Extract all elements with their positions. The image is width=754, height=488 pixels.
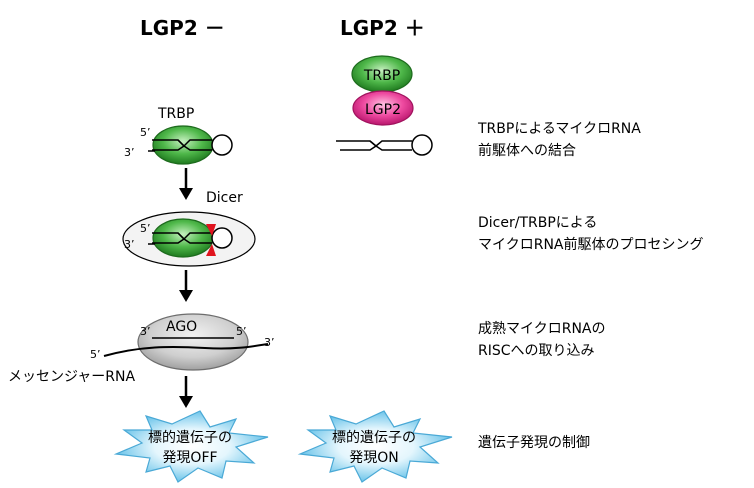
lgp2-label: LGP2 xyxy=(365,102,401,118)
heading-lgp2-plus: LGP2 ＋ xyxy=(340,16,425,40)
outcome-off-line1: 標的遺伝子の xyxy=(148,430,232,446)
mrna-label: メッセンジャーRNA xyxy=(8,369,135,385)
dicer-label: Dicer xyxy=(206,190,243,206)
end-3-label-2: 3’ xyxy=(124,238,135,251)
mirna-end-5: 5’ xyxy=(236,325,247,338)
step-1-description: TRBPによるマイクロRNA 前駆体への結合 xyxy=(478,118,641,162)
mirna-end-3: 3’ xyxy=(140,325,151,338)
heading-lgp2-minus: LGP2 － xyxy=(140,16,225,40)
pre-mirna-loop xyxy=(211,134,233,156)
ago-label: AGO xyxy=(166,319,197,335)
outcome-off-line2: 発現OFF xyxy=(162,450,217,466)
mrna-end-5: 5’ xyxy=(90,348,101,361)
step-2-line1: Dicer/TRBPによる xyxy=(478,215,598,231)
trbp-label: TRBP xyxy=(157,106,194,122)
step-3-line2: RISCへの取り込み xyxy=(478,343,595,359)
free-pre-mirna-bottom xyxy=(375,145,412,151)
end-3-label: 3’ xyxy=(124,146,135,159)
pre-mirna-strand-bottom xyxy=(183,145,212,151)
outcome-off-burst xyxy=(113,410,269,483)
ago-protein xyxy=(137,313,249,371)
lgp2-protein xyxy=(352,90,414,126)
messenger-rna-strand xyxy=(103,343,269,357)
free-pre-mirna-top xyxy=(369,140,412,147)
pre-mirna-strand-top xyxy=(177,139,212,148)
dicer-cut-top xyxy=(206,224,216,236)
trbp-label-plus: TRBP xyxy=(363,68,400,84)
end-5-label-2: 5’ xyxy=(140,222,151,235)
dicer-cut-bottom xyxy=(206,244,216,256)
outcome-on-line1: 標的遺伝子の xyxy=(332,430,416,446)
outcome-on-burst xyxy=(297,410,453,483)
mrna-end-3: 3’ xyxy=(264,336,275,349)
step-1-line1: TRBPによるマイクロRNA xyxy=(478,121,641,137)
free-pre-mirna-left xyxy=(336,140,378,151)
step-1-line2: 前駆体への結合 xyxy=(478,143,576,159)
step-2-line2: マイクロRNA前駆体のプロセシング xyxy=(478,237,704,253)
step-4-line1: 遺伝子発現の制御 xyxy=(478,435,590,451)
end-5-label: 5’ xyxy=(140,126,151,139)
free-pre-mirna-loop xyxy=(411,134,433,156)
outcome-on-line2: 発現ON xyxy=(349,450,399,466)
step-3-line1: 成熟マイクロRNAの xyxy=(478,321,606,337)
step-2-description: Dicer/TRBPによる マイクロRNA前駆体のプロセシング xyxy=(478,212,704,256)
step-3-description: 成熟マイクロRNAの RISCへの取り込み xyxy=(478,318,606,362)
step-4-description: 遺伝子発現の制御 xyxy=(478,432,590,454)
